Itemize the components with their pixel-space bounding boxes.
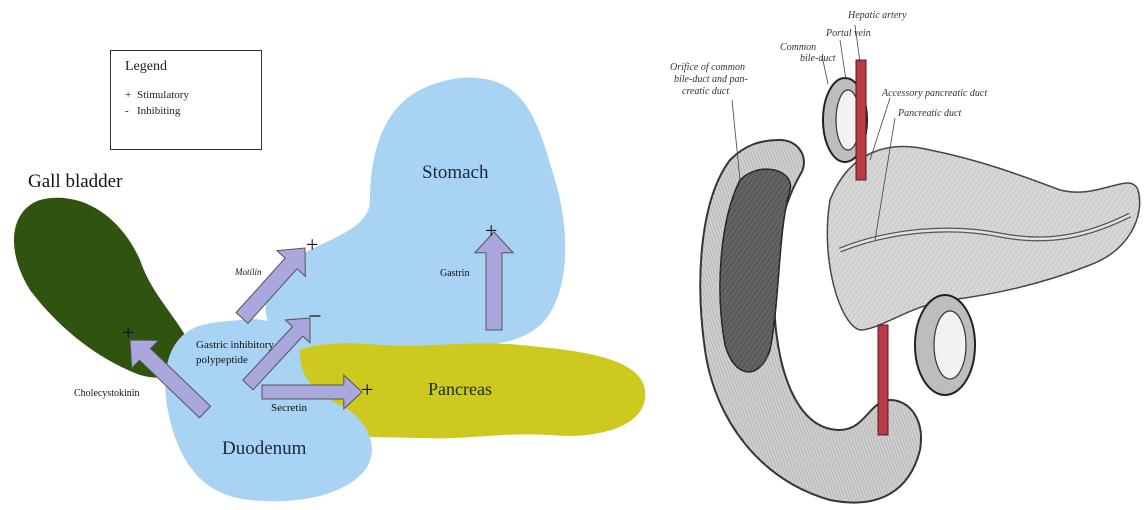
legend: Legend +Stimulatory -Inhibiting [110, 50, 262, 150]
mesenteric-vessel [878, 325, 888, 435]
orifice-label-3: creatic duct [682, 86, 729, 97]
cholecystokinin-sign: + [122, 320, 134, 345]
diagram-canvas: Gall bladder Stomach Pancreas Duodenum M… [0, 0, 660, 510]
cholecystokinin-label: Cholecystokinin [74, 388, 140, 399]
hormone-diagram: Gall bladder Stomach Pancreas Duodenum M… [0, 0, 660, 510]
portal-vein-label: Portal vein [826, 28, 871, 39]
pancreas-anatomy-illustration: Hepatic artery Portal vein Common bile-d… [660, 0, 1145, 510]
legend-title: Legend [125, 59, 167, 75]
duodenum-label: Duodenum [222, 438, 307, 459]
gip-label-line1: Gastric inhibitory [196, 339, 274, 351]
motilin-label: Motilin [234, 267, 262, 277]
pancreas-label: Pancreas [428, 379, 492, 399]
hepatic-artery-vessel [856, 60, 866, 180]
legend-symbol: + [125, 89, 137, 101]
common-bile-duct-label-2: bile-duct [800, 53, 836, 64]
stomach-label: Stomach [422, 162, 489, 183]
gall-bladder-label: Gall bladder [28, 171, 123, 192]
gip-sign: − [308, 304, 322, 330]
legend-item-stimulatory: +Stimulatory [125, 89, 189, 101]
pancreatic-duct-label: Pancreatic duct [898, 108, 961, 119]
gall-bladder-shape [14, 198, 189, 378]
legend-symbol: - [125, 105, 137, 117]
motilin-sign: + [306, 232, 318, 257]
gastrin-sign: + [485, 218, 497, 243]
gip-label-line2: polypeptide [196, 354, 248, 366]
orifice-label-1: Orifice of common [670, 62, 745, 73]
legend-label: Stimulatory [137, 89, 189, 101]
hepatic-artery-label: Hepatic artery [848, 10, 907, 21]
orifice-label-2: bile-duct and pan- [674, 74, 748, 85]
legend-item-inhibiting: -Inhibiting [125, 105, 180, 117]
common-bile-duct-label-1: Common [780, 42, 816, 53]
secretin-sign: + [361, 377, 373, 402]
gastrin-label: Gastrin [440, 268, 469, 279]
secretin-label: Secretin [271, 402, 308, 414]
legend-label: Inhibiting [137, 105, 180, 117]
accessory-duct-label: Accessory pancreatic duct [882, 88, 987, 99]
